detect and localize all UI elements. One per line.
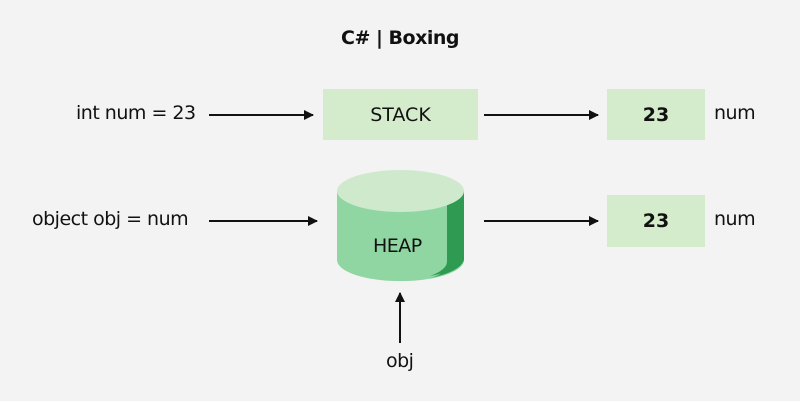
heap-cylinder — [337, 170, 464, 282]
stack-label: STACK — [370, 103, 431, 126]
heap-value: 23 — [642, 210, 670, 232]
heap-value-box: 23 — [607, 195, 705, 247]
obj-reference-label: obj — [386, 350, 414, 372]
stack-value: 23 — [642, 103, 670, 126]
diagram-title: C# | Boxing — [341, 27, 459, 49]
stack-value-label: num — [714, 102, 756, 124]
stack-value-box: 23 — [607, 89, 705, 140]
stack-box: STACK — [323, 89, 478, 140]
heap-value-label: num — [714, 208, 756, 230]
object-declaration-label: object obj = num — [32, 208, 189, 230]
int-declaration-label: int num = 23 — [76, 102, 196, 124]
heap-label: HEAP — [373, 235, 422, 257]
